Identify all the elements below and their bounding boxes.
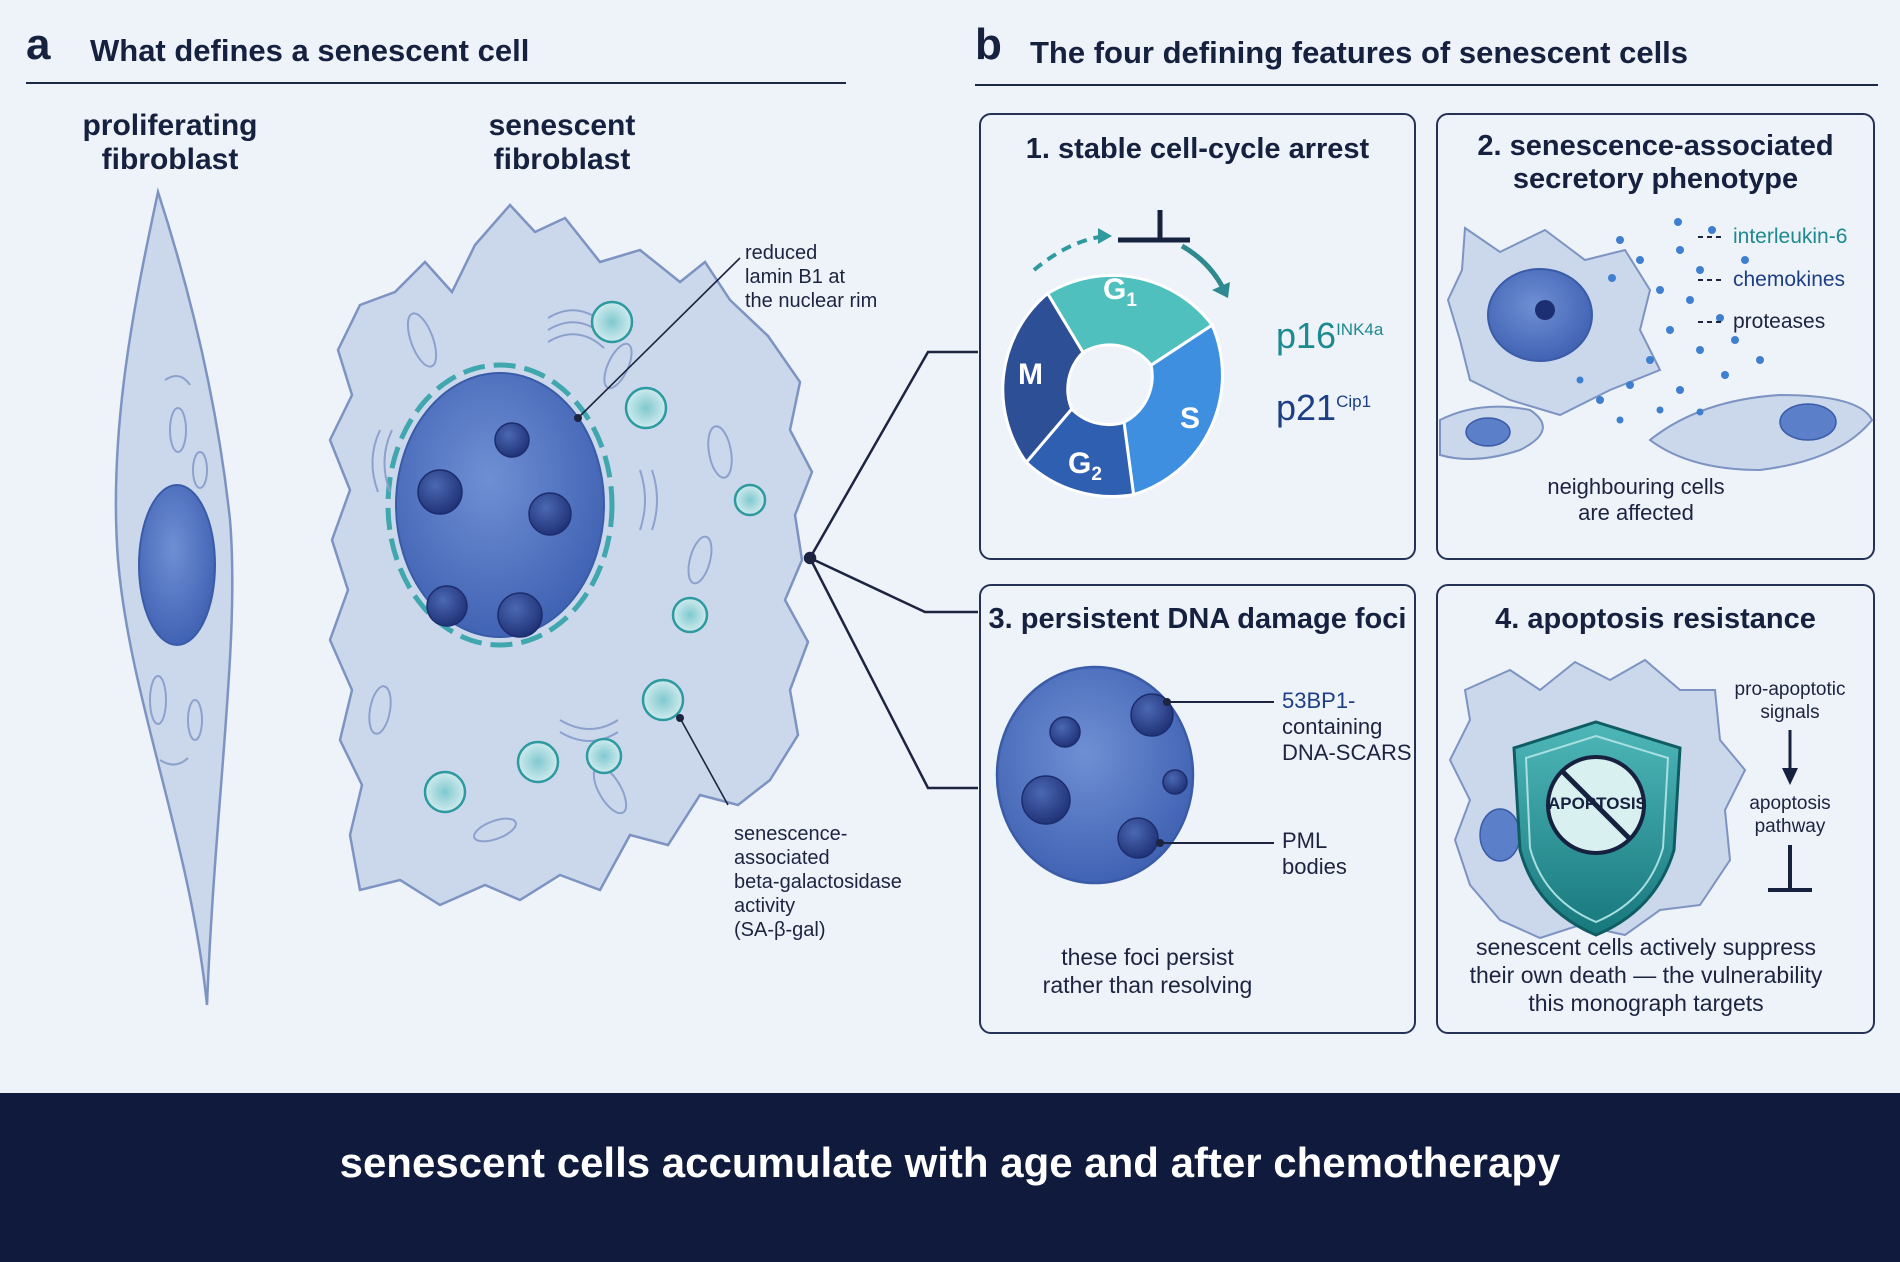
cell-cycle-ring — [1001, 210, 1230, 498]
pro-apoptotic-signals-label: pro-apoptotic signals — [1730, 678, 1850, 724]
box-1-title: 1. stable cell-cycle arrest — [1025, 133, 1370, 165]
signals-line-2: signals — [1760, 702, 1820, 723]
box-3-caption-line-2: rather than resolving — [1042, 972, 1253, 998]
g1-subscript: 1 — [1126, 290, 1137, 311]
no-entry-icon — [1546, 755, 1646, 855]
dna-damage-nucleus — [995, 665, 1274, 885]
panel-b-letter: b — [975, 20, 1002, 69]
apoptosis-resistance-illustration — [1448, 658, 1812, 940]
connector-lines — [803, 350, 978, 790]
g2-subscript: 2 — [1091, 464, 1102, 485]
prolif-label-line-1: proliferating — [82, 109, 258, 142]
box-2-title-line-2: secretory phenotype — [1512, 163, 1799, 195]
dna-scars-foci — [1021, 693, 1188, 859]
mitochondrion-icon — [169, 407, 187, 453]
box-2-title-line-1: 2. senescence-associated — [1477, 130, 1834, 162]
senescent-nucleus — [395, 372, 605, 638]
proliferating-fibroblast-label: proliferating fibroblast — [60, 109, 280, 177]
box-2-caption-line-1: neighbouring cells — [1547, 474, 1725, 499]
p21-superscript: Cip1 — [1336, 392, 1372, 411]
p21-label: p21Cip1 — [1276, 387, 1371, 429]
phase-g1-segment — [1045, 273, 1215, 368]
phase-s-label: S — [1180, 402, 1201, 435]
phase-m-label: M — [1018, 358, 1043, 391]
footer-text: senescent cells accumulate with age and … — [339, 1139, 1561, 1186]
sagal-pointer-line — [679, 717, 729, 806]
box-4-caption: senescent cells actively suppress their … — [1436, 933, 1856, 1017]
sasp-proteases-label: proteases — [1733, 310, 1826, 333]
pml-bodies-label: PML bodies — [1282, 828, 1347, 880]
sagal-annotation: senescence- associated beta-galactosidas… — [734, 822, 902, 942]
phase-s-segment — [1122, 322, 1224, 497]
sagal-line-4: activity — [734, 895, 796, 917]
p16-superscript: INK4a — [1336, 320, 1384, 339]
box-4-title: 4. apoptosis resistance — [1495, 603, 1816, 635]
lamin-line-3: the nuclear rim — [745, 290, 878, 312]
senescent-label-line-2: fibroblast — [493, 143, 631, 176]
lamin-b1-rim — [385, 362, 615, 648]
g1-letter: G — [1103, 273, 1127, 306]
box-4-caption-line-2: their own death — the vulnerability — [1469, 962, 1823, 988]
lamin-line-1: reduced — [745, 242, 818, 264]
phase-g1-label: G1 — [1103, 273, 1137, 312]
box-2-title: 2. senescence-associated secretory pheno… — [1436, 130, 1875, 196]
senescent-fibroblast — [328, 203, 814, 907]
secreted-factors — [1576, 218, 1764, 424]
shield-apoptosis-text: APOPTOSIS — [1548, 794, 1647, 813]
senescent-foci — [417, 422, 572, 638]
p16-text: p16 — [1276, 315, 1337, 356]
pathway-inhibition-icon — [1768, 845, 1812, 892]
lysosome-icon — [423, 300, 767, 814]
box-3-caption-line-1: these foci persist — [1061, 944, 1234, 970]
lamin-line-2: lamin B1 at — [745, 266, 846, 288]
sagal-line-1: senescence- — [734, 823, 848, 845]
box-3-caption: these foci persist rather than resolving — [1000, 943, 1295, 999]
pml-line-2: bodies — [1282, 854, 1347, 879]
senescent-label-line-1: senescent — [488, 109, 636, 142]
phase-m-segment — [1001, 291, 1085, 465]
dna-scars-label: 53BP1- containing DNA-SCARS — [1282, 688, 1412, 766]
box-4-caption-line-3: this monograph targets — [1528, 990, 1764, 1016]
box-4-caption-line-1: senescent cells actively suppress — [1475, 934, 1817, 960]
proliferating-nucleus — [138, 484, 216, 646]
proliferating-fibroblast — [114, 187, 234, 1006]
panel-b-rule — [975, 84, 1878, 86]
panel-a-letter: a — [26, 20, 51, 69]
pml-line-1: PML — [1282, 828, 1328, 853]
prolif-label-line-2: fibroblast — [101, 143, 239, 176]
g2-letter: G — [1068, 447, 1092, 480]
p21-text: p21 — [1276, 387, 1337, 428]
dna-scars-line-3: DNA-SCARS — [1282, 740, 1412, 765]
dna-scars-line-1: 53BP1- — [1282, 688, 1356, 713]
phase-g2-label: G2 — [1068, 447, 1102, 486]
lamin-b1-annotation: reduced lamin B1 at the nuclear rim — [745, 241, 877, 313]
sagal-line-3: beta-galactosidase — [734, 871, 902, 893]
pathway-line-2: pathway — [1754, 816, 1826, 837]
box-2-caption: neighbouring cells are affected — [1436, 474, 1836, 526]
box-2-caption-line-2: are affected — [1578, 500, 1694, 525]
sasp-interleukin-label: interleukin-6 — [1733, 225, 1848, 248]
apoptosis-pathway-label: apoptosis pathway — [1730, 792, 1850, 838]
panel-b-title: The four defining features of senescent … — [1030, 35, 1689, 70]
sagal-line-5: (SA-β-gal) — [734, 919, 826, 941]
sasp-illustration — [1439, 218, 1874, 472]
sasp-chemokines-label: chemokines — [1733, 268, 1846, 291]
lamin-pointer-line — [577, 257, 741, 419]
inhibition-icon — [1118, 210, 1190, 243]
signals-line-1: pro-apoptotic — [1734, 679, 1846, 700]
panel-a-title: What defines a senescent cell — [90, 33, 530, 68]
sagal-line-2: associated — [734, 847, 830, 869]
footer-banner — [0, 1093, 1900, 1262]
pathway-line-1: apoptosis — [1749, 793, 1831, 814]
senescent-fibroblast-label: senescent fibroblast — [452, 109, 672, 177]
panel-a-rule — [26, 82, 846, 84]
dna-scars-line-2: containing — [1282, 714, 1383, 739]
p16-label: p16INK4a — [1276, 315, 1383, 357]
box-3-title: 3. persistent DNA damage foci — [988, 603, 1407, 635]
